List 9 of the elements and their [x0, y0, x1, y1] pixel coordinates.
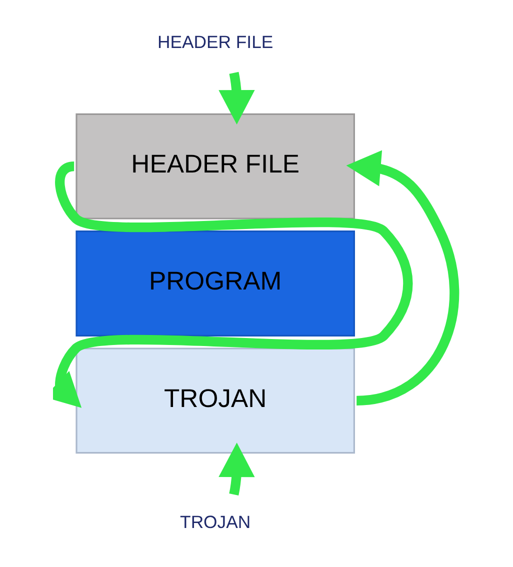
node-box: TROJAN	[75, 348, 354, 454]
node-box: HEADER FILE	[75, 113, 354, 220]
node-text: HEADER FILE	[156, 32, 273, 52]
arrow	[346, 150, 459, 406]
arrow	[218, 72, 254, 124]
node-text: TROJAN	[180, 512, 250, 532]
node-box: PROGRAM	[75, 230, 354, 336]
arrow	[218, 442, 254, 496]
arrow	[52, 162, 412, 408]
